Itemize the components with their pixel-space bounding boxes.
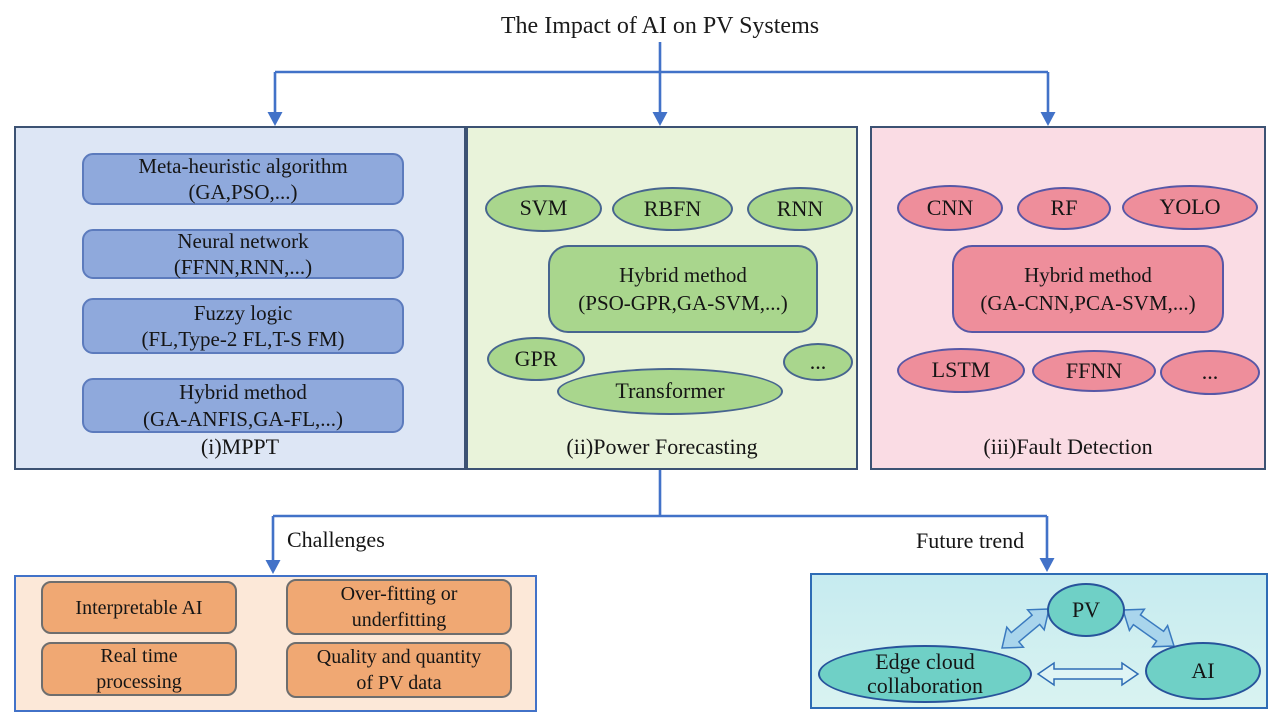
forecast-caption: (ii)Power Forecasting [566,434,758,459]
ellipse-cnn: CNN [897,185,1003,231]
arrow-down-fault-icon [1040,112,1056,126]
mppt-box-meta-heuristic: Meta-heuristic algorithm (GA,PSO,...) [82,153,404,205]
diagram-title: The Impact of AI on PV Systems [500,13,820,39]
ellipse-ffnn: FFNN [1032,350,1156,392]
forecast-hybrid-method: Hybrid method (PSO-GPR,GA-SVM,...) [548,245,818,333]
ellipse-forecast-more: ... [783,343,853,381]
arrow-down-forecast-icon [652,112,668,126]
node-pv: PV [1047,583,1125,637]
top-branch-lines [273,42,1050,116]
double-arrow-pv-ai-icon [1121,608,1176,648]
challenge-pv-data: Quality and quantity of PV data [286,642,512,698]
fault-hybrid-method: Hybrid method (GA-CNN,PCA-SVM,...) [952,245,1224,333]
arrow-down-challenges-icon [265,560,281,574]
node-ai: AI [1145,642,1261,700]
panel-power-forecasting: SVM RBFN RNN Hybrid method (PSO-GPR,GA-S… [466,126,858,470]
arrow-down-mppt-icon [267,112,283,126]
arrow-down-future-icon [1039,558,1055,572]
challenges-label: Challenges [287,527,385,552]
challenge-interpretable-ai: Interpretable AI [41,581,237,634]
ellipse-svm: SVM [485,185,602,232]
node-edge-cloud: Edge cloud collaboration [818,645,1032,703]
future-trend-arrows [1001,608,1176,687]
double-arrow-pv-edge-icon [1001,608,1050,649]
ellipse-rnn: RNN [747,187,853,231]
ellipse-lstm: LSTM [897,348,1025,393]
fault-caption: (iii)Fault Detection [983,434,1153,459]
ellipse-yolo: YOLO [1122,185,1258,230]
ellipse-rbfn: RBFN [612,187,733,231]
future-trend-label: Future trend [916,528,1025,553]
challenge-real-time: Real time processing [41,642,237,696]
ellipse-rf: RF [1017,187,1111,230]
double-arrow-edge-ai-icon [1036,661,1140,687]
mppt-box-hybrid-method: Hybrid method (GA-ANFIS,GA-FL,...) [82,378,404,433]
mppt-box-neural-network: Neural network (FFNN,RNN,...) [82,229,404,279]
challenge-overfitting: Over-fitting or underfitting [286,579,512,635]
panel-fault-detection: CNN RF YOLO Hybrid method (GA-CNN,PCA-SV… [870,126,1266,470]
ellipse-transformer: Transformer [557,368,783,415]
ellipse-fault-more: ... [1160,350,1260,395]
ellipse-gpr: GPR [487,337,585,381]
mppt-box-fuzzy-logic: Fuzzy logic (FL,Type-2 FL,T-S FM) [82,298,404,354]
future-trend-box: PV Edge cloud collaboration AI [810,573,1268,709]
challenges-box: Interpretable AI Over-fitting or underfi… [14,575,537,712]
panel-mppt: Meta-heuristic algorithm (GA,PSO,...) Ne… [14,126,466,470]
mppt-caption: (i)MPPT [200,434,280,459]
